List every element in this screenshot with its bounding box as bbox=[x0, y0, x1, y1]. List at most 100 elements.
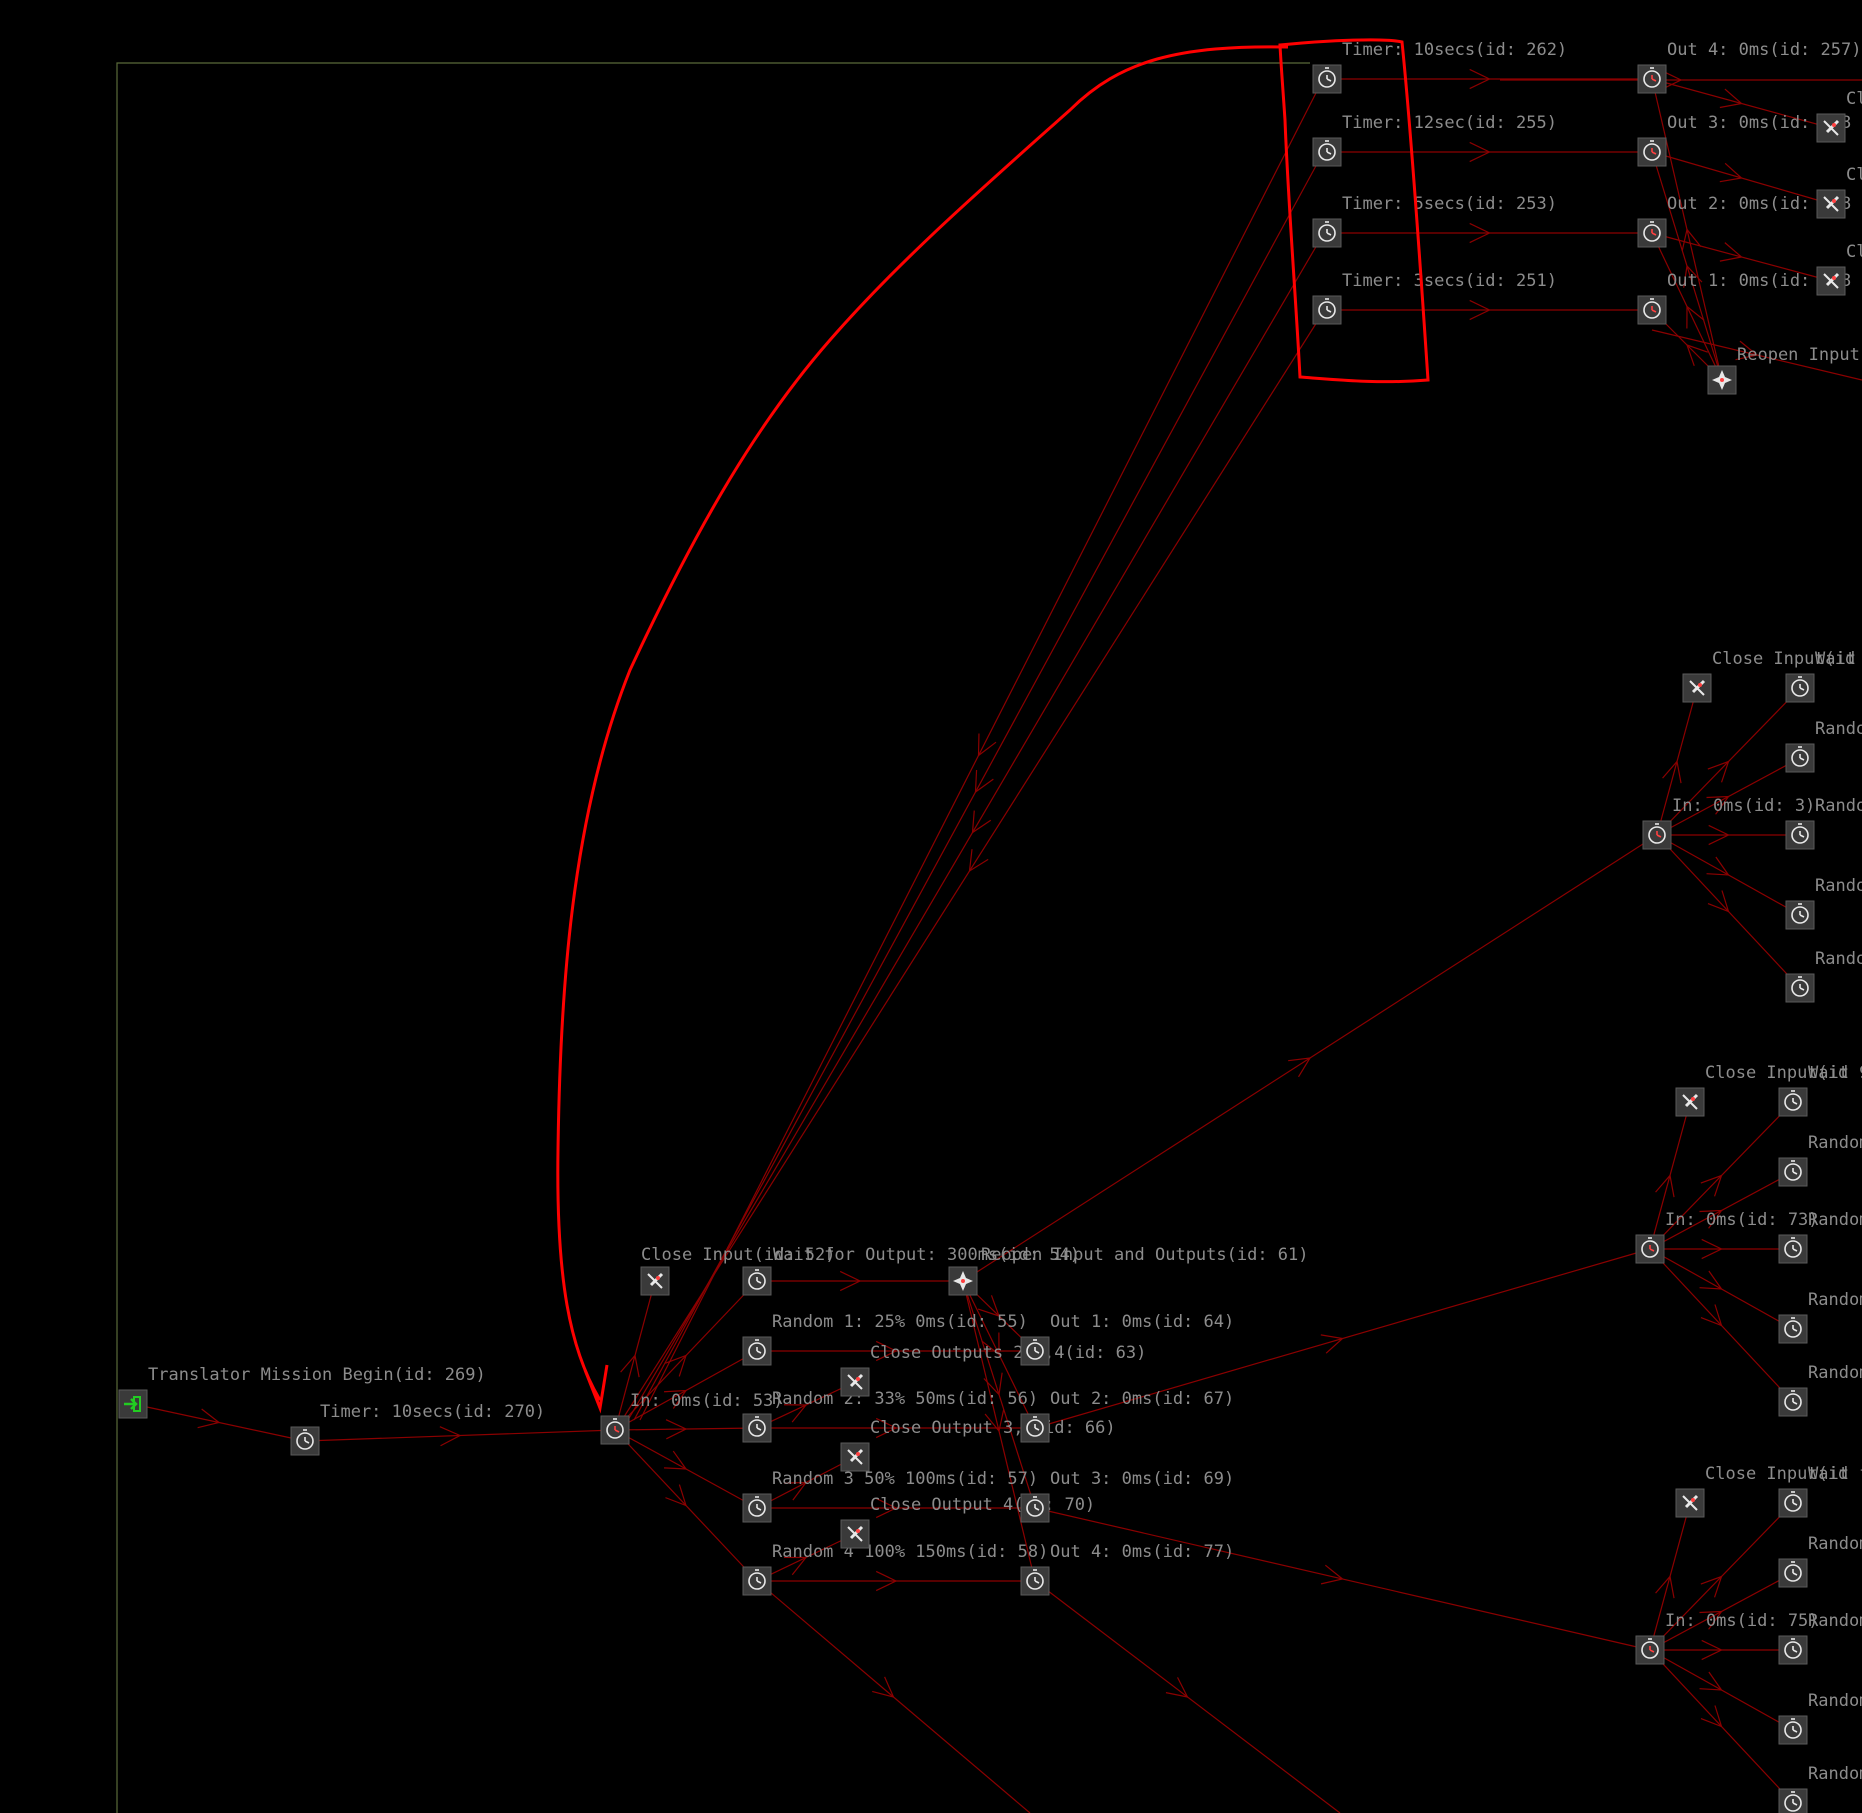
node-label: Random bbox=[1808, 1611, 1862, 1631]
wire-t262-o257 bbox=[1327, 68, 1652, 90]
wire-reopen61-in3 bbox=[962, 834, 1658, 1282]
node-label: Out 1: 0ms(id: 248 bbox=[1667, 271, 1851, 291]
wire-in75-waitC bbox=[1649, 1502, 1794, 1651]
close-input-icon bbox=[1689, 679, 1706, 696]
graph-node-t270[interactable]: Timer: 10secs(id: 270) bbox=[290, 1402, 545, 1456]
graph-node-o77[interactable]: Out 4: 0ms(id: 77) bbox=[1020, 1542, 1234, 1596]
graph-node-cl3[interactable]: Cl bbox=[1816, 242, 1862, 296]
graph-node-in73[interactable]: In: 0ms(id: 73) bbox=[1635, 1210, 1819, 1264]
reopen-icon bbox=[953, 1271, 973, 1291]
graph-node-reopenTop[interactable]: Reopen Input bbox=[1707, 345, 1860, 395]
node-label: Random 3 50% 100ms(id: 57) bbox=[772, 1469, 1038, 1489]
graph-node-rB3[interactable]: Random bbox=[1778, 1290, 1862, 1344]
wire-reopen61-o69 bbox=[962, 1280, 1036, 1509]
graph-node-ci52[interactable]: Close Input(id: 52) bbox=[640, 1245, 835, 1296]
wire-in3-rA2 bbox=[1657, 824, 1800, 846]
graph-node-waitB[interactable]: Wait 9 bbox=[1778, 1063, 1862, 1117]
graph-node-co66[interactable]: Close Output 3,4(id: 66) bbox=[840, 1418, 1116, 1472]
graph-node-rC1[interactable]: Random bbox=[1778, 1534, 1862, 1588]
graph-node-o64[interactable]: Out 1: 0ms(id: 64) bbox=[1020, 1312, 1234, 1366]
graph-node-o3top[interactable]: Out 3: 0ms(id: 248 bbox=[1637, 113, 1851, 167]
timer-icon bbox=[1643, 221, 1661, 242]
graph-node-o69[interactable]: Out 3: 0ms(id: 69) bbox=[1020, 1469, 1234, 1523]
node-label: Wait f bbox=[1808, 1464, 1862, 1484]
timer-icon bbox=[1784, 1561, 1802, 1582]
wire-r58-co70 bbox=[756, 1533, 856, 1582]
wire-reopenTop-o3top bbox=[1651, 151, 1723, 381]
graph-node-r55[interactable]: Random 1: 25% 0ms(id: 55) bbox=[742, 1312, 1028, 1366]
graph-node-o2top[interactable]: Out 2: 0ms(id: 248 bbox=[1637, 194, 1851, 248]
wire-t255-in53 bbox=[633, 163, 1318, 1421]
wire-t270-in53 bbox=[304, 1426, 616, 1447]
graph-node-t251[interactable]: Timer: 3secs(id: 251) bbox=[1312, 271, 1557, 325]
timer-icon bbox=[1318, 140, 1336, 161]
close-output-icon bbox=[1823, 195, 1840, 212]
wire-in73-ciB bbox=[1649, 1101, 1691, 1250]
graph-node-o67[interactable]: Out 2: 0ms(id: 67) bbox=[1020, 1389, 1234, 1443]
wire-t253-in53 bbox=[627, 244, 1318, 1421]
graph-node-ciB[interactable]: Close Input(id bbox=[1675, 1063, 1848, 1117]
node-label: Random bbox=[1808, 1290, 1862, 1310]
graph-node-t253[interactable]: Timer: 5secs(id: 253) bbox=[1312, 194, 1557, 248]
wire-in75-ciC bbox=[1649, 1502, 1691, 1651]
close-input-icon bbox=[1682, 1494, 1699, 1511]
graph-node-in75[interactable]: In: 0ms(id: 75) bbox=[1635, 1611, 1819, 1665]
graph-node-cl1[interactable]: Cl bbox=[1816, 89, 1862, 143]
graph-node-t262[interactable]: Timer: 10secs(id: 262) bbox=[1312, 40, 1567, 94]
timer-icon bbox=[748, 1339, 766, 1360]
graph-node-rC2[interactable]: Random bbox=[1778, 1611, 1862, 1665]
wire-r55-o64 bbox=[757, 1340, 1035, 1362]
graph-node-rA4[interactable]: Rando bbox=[1785, 949, 1862, 1003]
timer-icon bbox=[1026, 1569, 1044, 1590]
graph-node-rB4[interactable]: Random bbox=[1778, 1363, 1862, 1417]
node-label: Close Output 3,4(id: 66) bbox=[870, 1418, 1116, 1438]
graph-node-rA1[interactable]: Rando bbox=[1785, 719, 1862, 773]
graph-node-rA2[interactable]: Rando bbox=[1785, 796, 1862, 850]
timer-icon bbox=[1784, 1491, 1802, 1512]
close-output-icon bbox=[847, 1373, 864, 1390]
node-label: Close Output 4(id: 70) bbox=[870, 1495, 1095, 1515]
wire-r56-co63 bbox=[756, 1381, 856, 1429]
graph-node-rC4[interactable]: Random bbox=[1778, 1764, 1862, 1813]
node-label: In: 0ms(id: 3) bbox=[1672, 796, 1815, 816]
graph-node-ciC[interactable]: Close Input(id bbox=[1675, 1464, 1848, 1518]
graph-node-r56[interactable]: Random 2: 33% 50ms(id: 56) bbox=[742, 1389, 1038, 1443]
close-output-icon bbox=[847, 1525, 864, 1542]
graph-node-ciA[interactable]: Close Input(id bbox=[1682, 649, 1855, 703]
close-output-icon bbox=[1823, 119, 1840, 136]
node-label: Cl bbox=[1846, 165, 1862, 185]
timer-icon bbox=[1791, 676, 1809, 697]
annotation-arrow bbox=[556, 45, 1289, 1401]
wire-in53-ci52 bbox=[614, 1280, 656, 1431]
annotation-arrowhead bbox=[583, 1364, 609, 1414]
graph-node-co63[interactable]: Close Outputs 2,3,4(id: 63) bbox=[840, 1343, 1146, 1397]
graph-node-r57[interactable]: Random 3 50% 100ms(id: 57) bbox=[742, 1469, 1038, 1523]
node-label: Wait 9 bbox=[1808, 1063, 1862, 1083]
graph-node-waitA[interactable]: Wait bbox=[1785, 649, 1856, 703]
graph-boundary bbox=[116, 62, 1310, 1813]
graph-node-rB1[interactable]: Random bbox=[1778, 1133, 1862, 1187]
node-label: Wait bbox=[1815, 649, 1856, 669]
wire-r56-o67 bbox=[757, 1417, 1035, 1439]
timer-icon bbox=[1791, 746, 1809, 767]
graph-node-start[interactable]: Translator Mission Begin(id: 269) bbox=[118, 1365, 486, 1419]
graph-node-reopen61[interactable]: Reopen Input and Outputs(id: 61) bbox=[948, 1245, 1309, 1296]
graph-node-rA3[interactable]: Rando bbox=[1785, 876, 1862, 930]
graph-node-in3[interactable]: In: 0ms(id: 3) bbox=[1642, 796, 1815, 850]
graph-node-wait[interactable]: Wait for Output: 300ms(id: 54) bbox=[742, 1245, 1080, 1296]
timer-icon bbox=[748, 1496, 766, 1517]
timer-icon bbox=[1791, 976, 1809, 997]
graph-node-rB2[interactable]: Random bbox=[1778, 1210, 1862, 1264]
graph-node-t255[interactable]: Timer: 12sec(id: 255) bbox=[1312, 113, 1557, 167]
graph-node-cl2[interactable]: Cl bbox=[1816, 165, 1862, 219]
timer-icon bbox=[1784, 1237, 1802, 1258]
node-label: Out 2: 0ms(id: 67) bbox=[1050, 1389, 1234, 1409]
node-label: Timer: 5secs(id: 253) bbox=[1342, 194, 1557, 214]
graph-node-o257[interactable]: Out 4: 0ms(id: 257) bbox=[1637, 40, 1861, 94]
graph-node-o1top[interactable]: Out 1: 0ms(id: 248 bbox=[1637, 271, 1851, 325]
graph-node-waitC[interactable]: Wait f bbox=[1778, 1464, 1862, 1518]
node-label: Random bbox=[1808, 1133, 1862, 1153]
graph-node-rC3[interactable]: Random bbox=[1778, 1691, 1862, 1745]
graph-node-in53[interactable]: In: 0ms(id: 53) bbox=[600, 1391, 784, 1445]
